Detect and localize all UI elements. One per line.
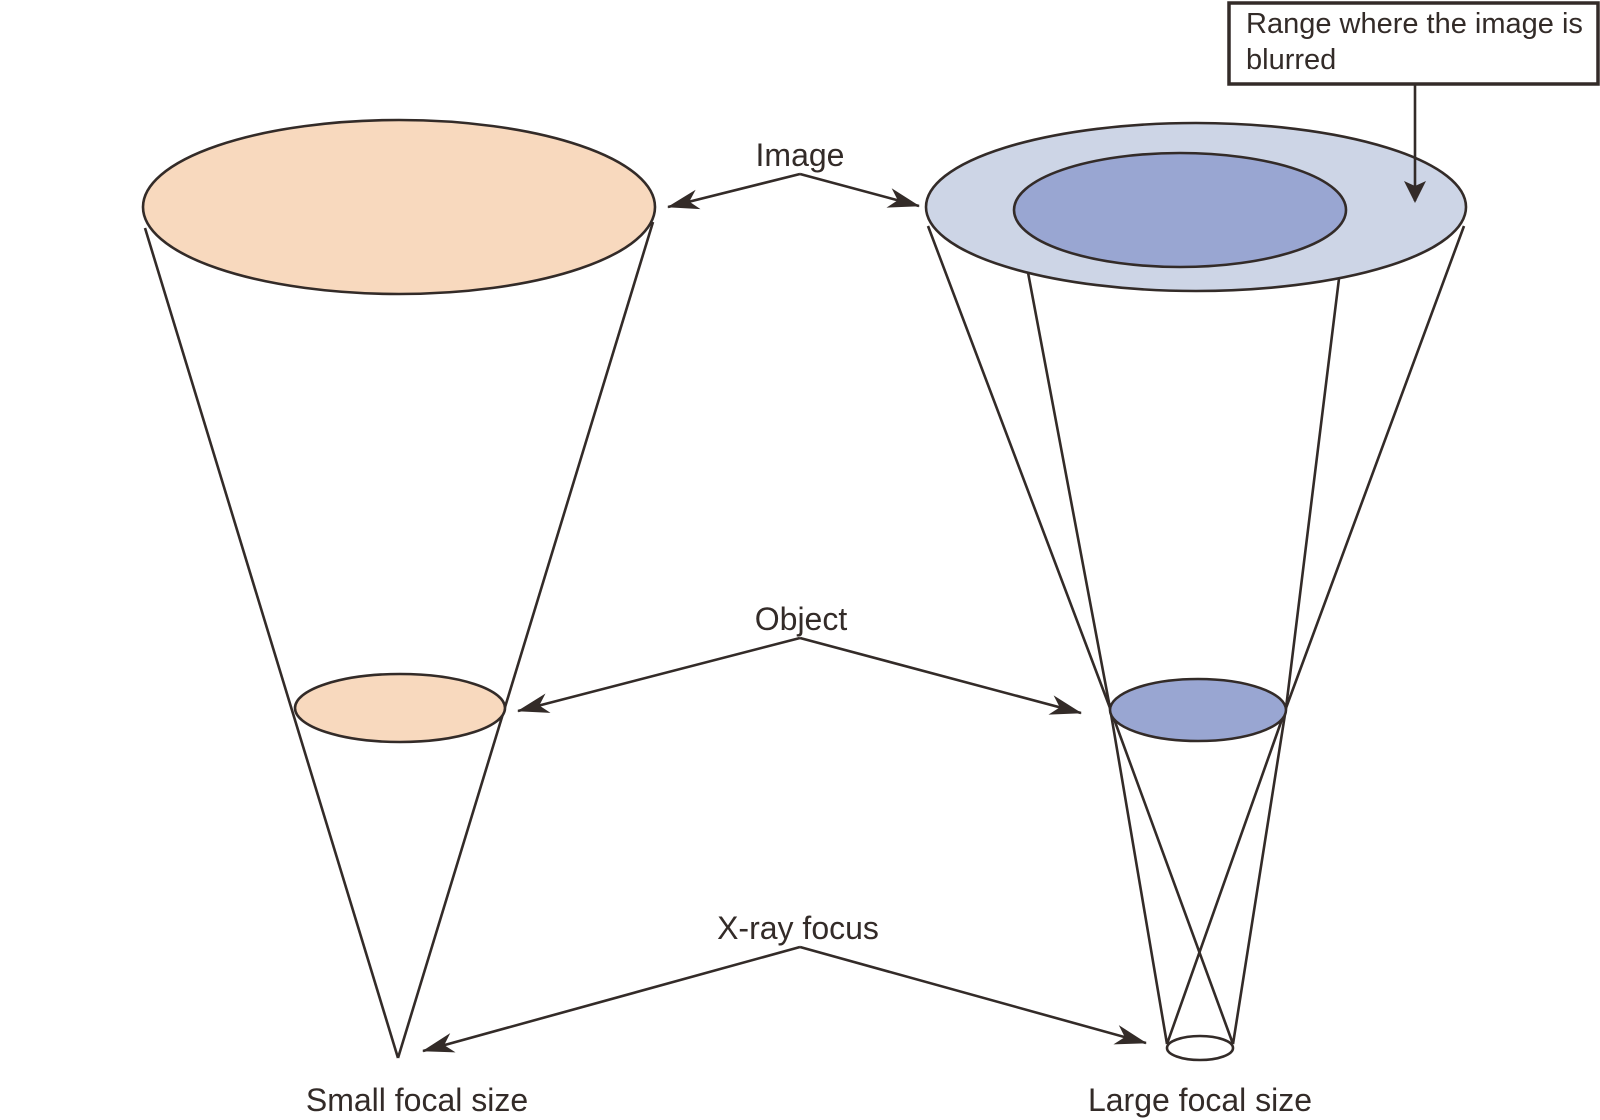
annotations: Image Object X-ray focus Small focal siz… <box>306 137 1312 1118</box>
left-cone-left-edge-line <box>143 227 400 1059</box>
xray-focus-arrow-left <box>422 945 801 1053</box>
large-focal-spot-ellipse <box>1165 1034 1235 1062</box>
ray-innerleft-to-focalleft <box>1018 229 1169 1045</box>
right-image-sharp-ellipse <box>1012 151 1348 269</box>
object-arrow-left <box>517 636 801 713</box>
xray-focus-label: X-ray focus <box>717 910 879 946</box>
image-arrow-left <box>667 172 801 210</box>
large-focal-size-label: Large focal size <box>1088 1082 1312 1118</box>
callout-text-line2: blurred <box>1246 44 1336 76</box>
large-focal-cone <box>924 121 1468 1062</box>
ray-innerright-to-focalright <box>1231 229 1347 1045</box>
left-object-ellipse <box>293 672 507 744</box>
image-arrow-right <box>799 172 920 208</box>
small-focal-size-label: Small focal size <box>306 1082 528 1118</box>
xray-focus-arrow-right <box>799 945 1147 1045</box>
callout-text-line1: Range where the image is <box>1246 8 1583 40</box>
left-image-ellipse <box>141 118 657 296</box>
ray-outerright-to-focalleft <box>1165 225 1466 1045</box>
blur-range-callout: Range where the image is blurred <box>1227 1 1600 203</box>
small-focal-cone <box>141 118 657 1059</box>
object-arrow-right <box>799 636 1082 715</box>
right-object-ellipse <box>1108 677 1288 743</box>
object-label: Object <box>755 601 848 637</box>
image-label: Image <box>756 137 845 173</box>
callout-box <box>1227 1 1600 86</box>
left-cone-right-edge-line <box>396 221 655 1059</box>
ray-outerleft-to-focalright <box>926 225 1235 1045</box>
